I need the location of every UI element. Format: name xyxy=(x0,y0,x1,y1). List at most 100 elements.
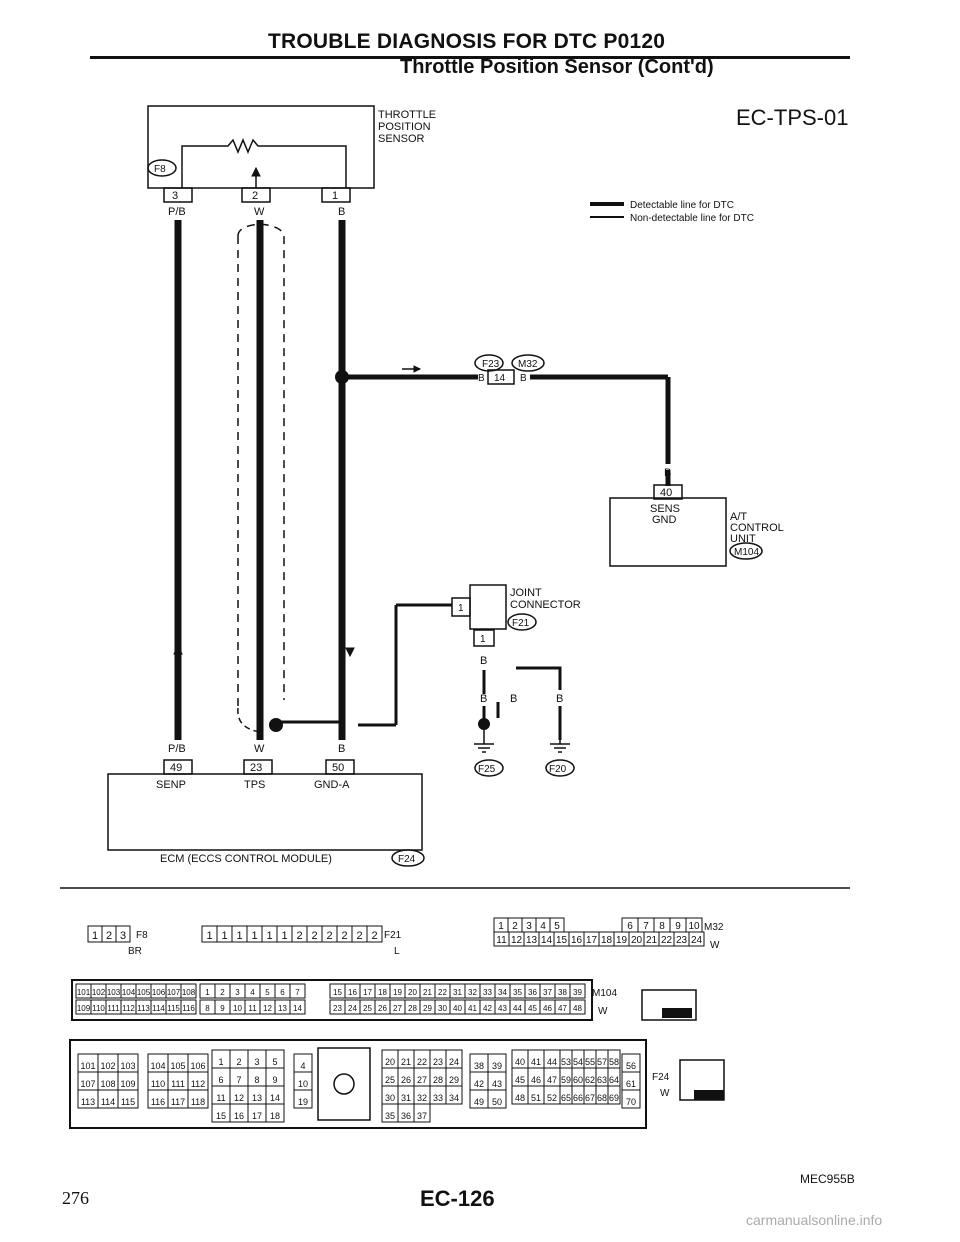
m104-hs-badge: H.S. xyxy=(668,1008,687,1019)
f24-pin: 108 xyxy=(100,1079,115,1089)
sensor-pin-3: 3 xyxy=(172,190,178,202)
m104-pin: 31 xyxy=(453,988,462,997)
f24-pin: 3 xyxy=(254,1057,259,1067)
m32-pin: 9 xyxy=(675,921,681,932)
m104-pin: 48 xyxy=(573,1004,582,1013)
f24-pin: 34 xyxy=(449,1093,459,1103)
ground-conn-1: F25 xyxy=(478,764,496,775)
m104-pin: 12 xyxy=(263,1004,272,1013)
m104-pin: 27 xyxy=(393,1004,402,1013)
hs-badge-m104 xyxy=(662,1008,692,1018)
direction-arrow-icon xyxy=(413,365,422,373)
splice-dot-1 xyxy=(335,370,349,384)
f24-pin-box xyxy=(413,1103,431,1123)
f24-pin: 22 xyxy=(417,1057,427,1067)
sensor-conn: F8 xyxy=(154,164,166,175)
m104-pin: 104 xyxy=(122,988,136,997)
f24-pin-box xyxy=(265,1103,285,1123)
m104-connector-outline xyxy=(71,979,593,1021)
f24-pin: 115 xyxy=(121,1097,135,1107)
page-title: TROUBLE DIAGNOSIS FOR DTC P0120 xyxy=(268,30,666,53)
m104-pin: 13 xyxy=(278,1004,287,1013)
m32-pin: 12 xyxy=(511,935,523,946)
m32-pin: 16 xyxy=(571,935,583,946)
m104-pin: 102 xyxy=(92,988,106,997)
f24-pin: 48 xyxy=(515,1093,525,1103)
f8-pin: 1 xyxy=(92,930,98,942)
f8-id: F8 xyxy=(136,930,148,941)
joint-conn-id: F21 xyxy=(512,618,530,629)
title-rule xyxy=(90,56,850,59)
sensor-name-1: THROTTLE xyxy=(378,109,436,121)
f24-pin: 110 xyxy=(151,1079,165,1089)
f24-pin: 37 xyxy=(417,1111,427,1121)
m32-pin: 7 xyxy=(643,921,649,932)
m104-pin: 20 xyxy=(408,988,417,997)
m32-pin: 4 xyxy=(540,921,546,932)
hs-badge-f24 xyxy=(694,1090,724,1100)
figure-code: MEC955B xyxy=(800,1172,855,1186)
f24-pin: 11 xyxy=(216,1093,225,1103)
at-term-2: GND xyxy=(652,514,677,526)
m104-pin: 36 xyxy=(528,988,537,997)
f24-pin: 24 xyxy=(449,1057,459,1067)
ecm-term-gnd: GND-A xyxy=(314,779,350,791)
f24-pin: 33 xyxy=(433,1093,443,1103)
sensor-pin-2: 2 xyxy=(252,190,258,202)
splice-dot-3 xyxy=(478,718,490,730)
f24-pin: 36 xyxy=(401,1111,411,1121)
m104-pin: 23 xyxy=(333,1004,342,1013)
m32-pin: 6 xyxy=(627,921,633,932)
page-header: TROUBLE DIAGNOSIS FOR DTC P0120 Throttle… xyxy=(0,0,960,90)
m104-pin: 40 xyxy=(453,1004,462,1013)
m104-pin: 116 xyxy=(182,1004,195,1013)
sensor-name-2: POSITION xyxy=(378,121,431,133)
m104-pin: 6 xyxy=(280,988,285,997)
m104-pin: 111 xyxy=(107,1004,120,1013)
f24-pin: 1 xyxy=(218,1057,223,1067)
m104-pin-box xyxy=(289,999,306,1015)
at-name-1: A/T xyxy=(730,511,747,523)
f24-pin: 25 xyxy=(385,1075,395,1085)
m104-pin: 17 xyxy=(363,988,372,997)
m104-pin: 11 xyxy=(248,1004,257,1013)
m32-pin: 8 xyxy=(659,921,665,932)
page-number: 276 xyxy=(62,1188,89,1208)
m32-pin: 20 xyxy=(631,935,643,946)
f24-pin: 61 xyxy=(626,1079,636,1089)
diagram-code: EC-TPS-01 xyxy=(736,105,849,130)
f24-pin: 101 xyxy=(80,1061,95,1071)
f24-pin: 49 xyxy=(474,1097,484,1107)
f24-pin: 20 xyxy=(385,1057,395,1067)
ecm-pin-50: 50 xyxy=(332,762,344,774)
m104-pin: 9 xyxy=(220,1004,225,1013)
f24-pin: 7 xyxy=(236,1075,241,1085)
m32-pin-box xyxy=(688,931,705,947)
m104-pin: 24 xyxy=(348,1004,357,1013)
at-pin: 40 xyxy=(660,487,672,499)
m32-pin: 15 xyxy=(556,935,568,946)
m104-pin: 45 xyxy=(528,1004,537,1013)
f21-id: F21 xyxy=(384,930,402,941)
f24-pin: 70 xyxy=(626,1097,636,1107)
ground-wire-2: B xyxy=(510,693,517,705)
joint-name-2: CONNECTOR xyxy=(510,599,581,611)
f24-pin: 14 xyxy=(270,1093,280,1103)
f24-pin: 44 xyxy=(547,1057,557,1067)
f24-pin: 58 xyxy=(609,1057,619,1067)
ecm-term-senp: SENP xyxy=(156,779,186,791)
f24-pin: 103 xyxy=(120,1061,135,1071)
m104-pin: 34 xyxy=(498,988,507,997)
m104-pin: 15 xyxy=(333,988,342,997)
m32-pin: 22 xyxy=(661,935,673,946)
f24-pin: 112 xyxy=(191,1079,205,1089)
f24-pin: 113 xyxy=(81,1097,95,1107)
m104-pin: 29 xyxy=(423,1004,432,1013)
f24-pin: 4 xyxy=(300,1061,305,1071)
joint-conn-right: M32 xyxy=(518,359,538,370)
f24-pin: 28 xyxy=(433,1075,443,1085)
f24-pin: 64 xyxy=(609,1075,619,1085)
f21-pin: 2 xyxy=(356,930,362,942)
